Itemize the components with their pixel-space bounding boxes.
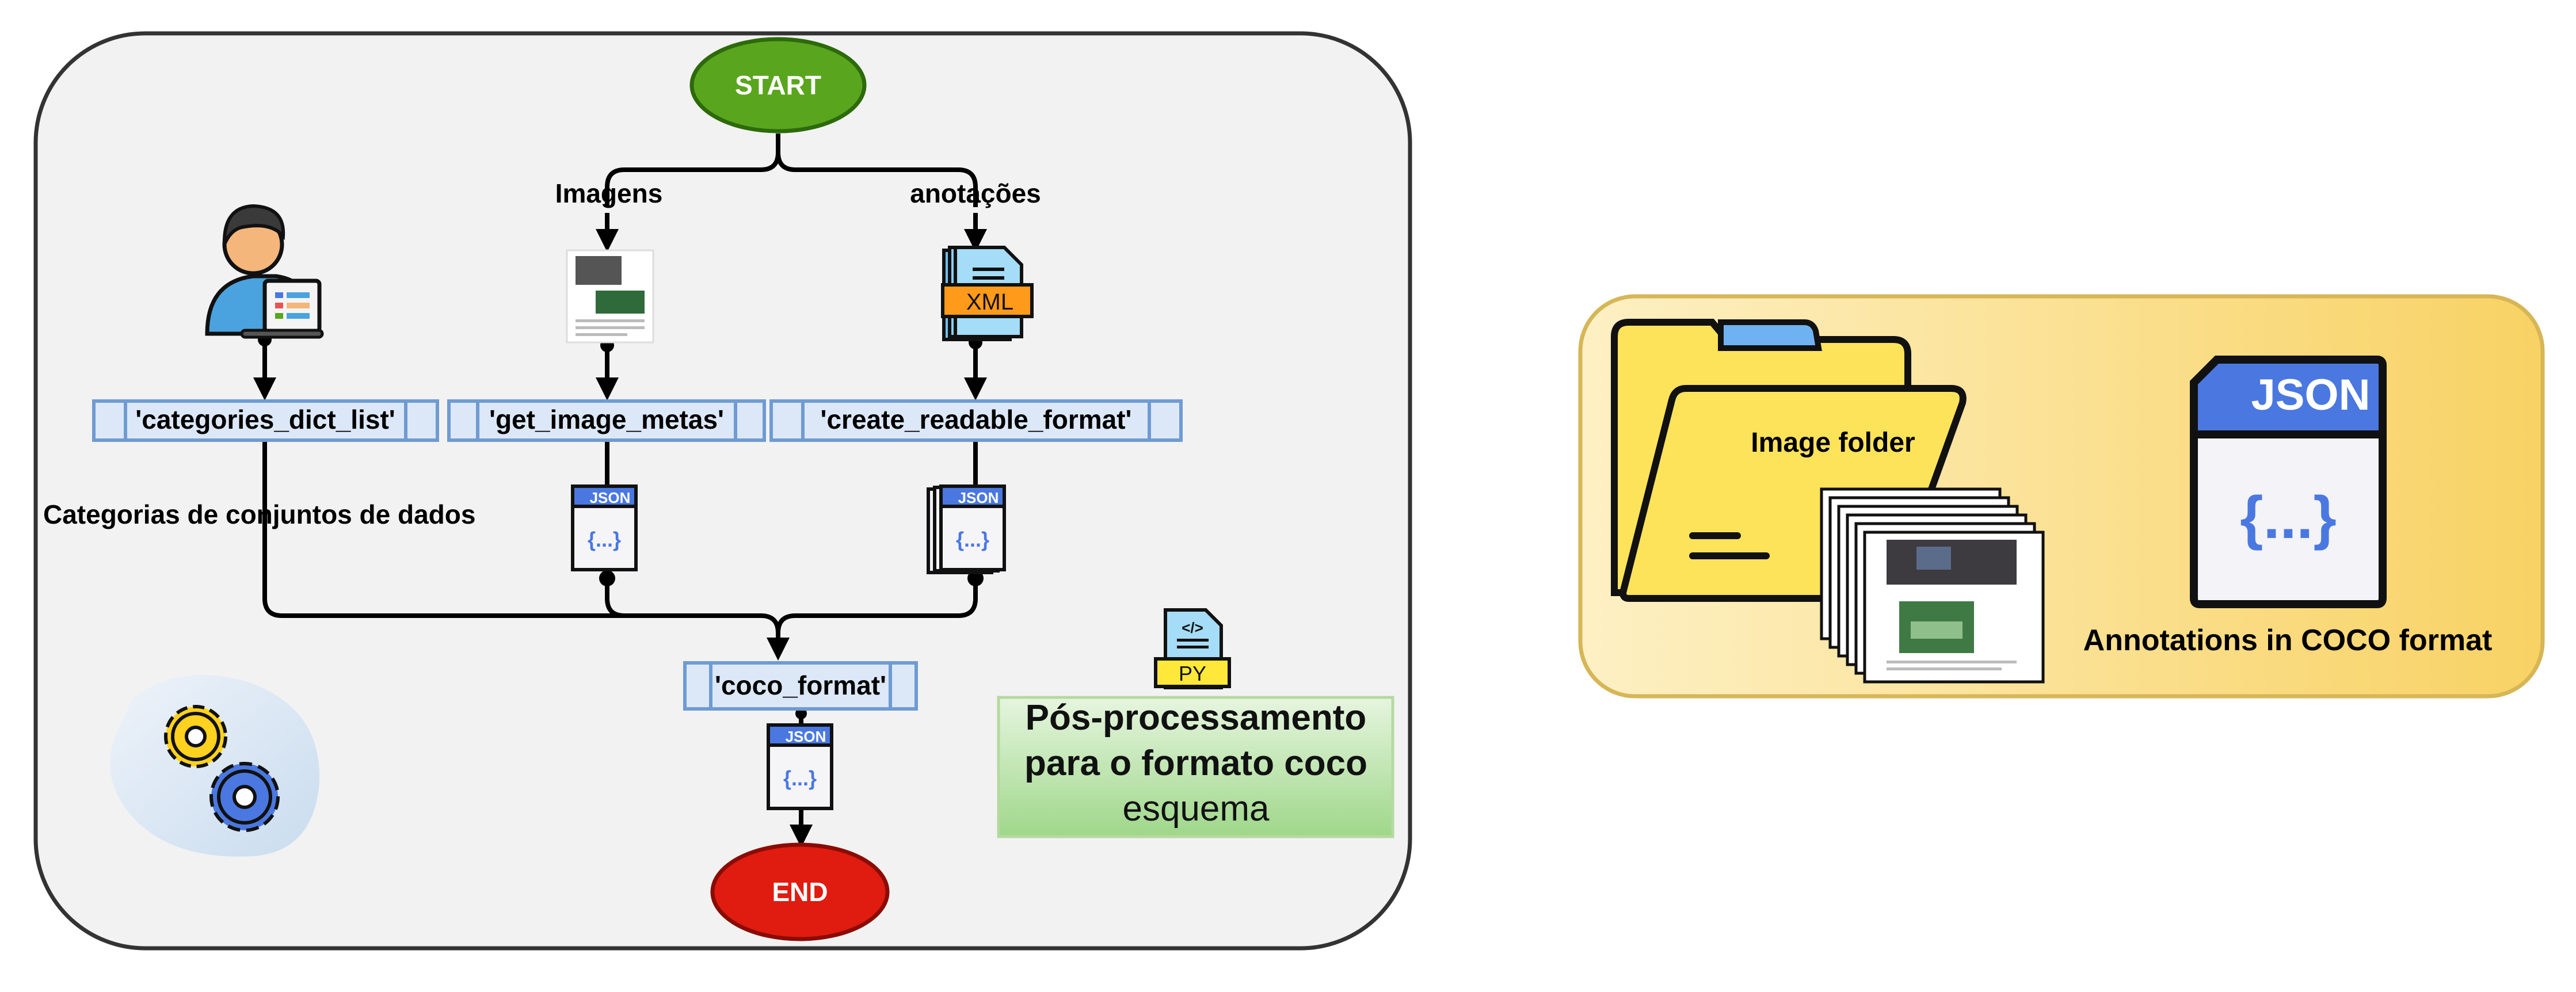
- function-categories-label: 'categories_dict_list': [135, 405, 395, 434]
- start-node: START: [689, 37, 867, 133]
- json-icon-coco-braces: {...}: [783, 766, 817, 790]
- json-icon-images-braces: {...}: [588, 528, 621, 551]
- function-get-image-metas-label: 'get_image_metas': [489, 405, 724, 434]
- json-icon-stack-annotations: JSON {...}: [927, 484, 1006, 574]
- image-document-icon: [566, 249, 654, 344]
- categories-caption: Categorias de conjuntos de dados: [43, 499, 475, 529]
- function-box-coco-format: 'coco_format': [683, 661, 918, 711]
- json-icon-coco: JSON {...}: [767, 723, 833, 810]
- xml-file-icon: XML: [941, 246, 1034, 341]
- json-icon-annotations-label: JSON: [958, 489, 999, 506]
- person-laptop-icon: [205, 204, 324, 339]
- json-icon-annotations-braces: {...}: [956, 528, 989, 551]
- xml-icon-label: XML: [966, 289, 1013, 315]
- json-large-label: JSON: [2251, 371, 2371, 419]
- annotations-coco-label: Annotations in COCO format: [2083, 624, 2493, 657]
- branch-images-label: Imagens: [555, 178, 663, 208]
- end-label: END: [772, 877, 828, 907]
- function-box-create-readable-format: 'create_readable_format': [769, 399, 1183, 442]
- connector-lines: [253, 133, 987, 848]
- note-line-2: para o formato coco: [1024, 743, 1367, 783]
- json-icon-images-label: JSON: [590, 489, 631, 506]
- function-coco-format-label: 'coco_format': [715, 670, 886, 700]
- start-label: START: [735, 70, 821, 100]
- json-file-icon-large: JSON {...}: [2190, 356, 2387, 608]
- image-folder-label: Image folder: [1751, 428, 1915, 458]
- function-box-categories: 'categories_dict_list': [92, 399, 439, 442]
- end-node: END: [710, 842, 890, 941]
- python-file-icon: </> PY: [1154, 608, 1231, 689]
- note-line-3: esquema: [1122, 789, 1270, 829]
- image-pages-stack: [1820, 487, 2045, 684]
- gears-icon: [110, 674, 320, 857]
- json-large-braces: {...}: [2240, 484, 2337, 551]
- post-processing-note: Pós-processamento para o formato coco es…: [997, 696, 1394, 838]
- json-icon-images: JSON {...}: [571, 484, 638, 571]
- function-create-readable-format-label: 'create_readable_format': [821, 405, 1132, 434]
- python-code-glyph: </>: [1182, 619, 1203, 636]
- branch-annotations-label: anotações: [910, 178, 1041, 208]
- json-icon-coco-label: JSON: [786, 728, 826, 745]
- function-box-get-image-metas: 'get_image_metas': [447, 399, 766, 442]
- python-icon-label: PY: [1179, 662, 1206, 685]
- note-line-1: Pós-processamento: [1026, 698, 1367, 738]
